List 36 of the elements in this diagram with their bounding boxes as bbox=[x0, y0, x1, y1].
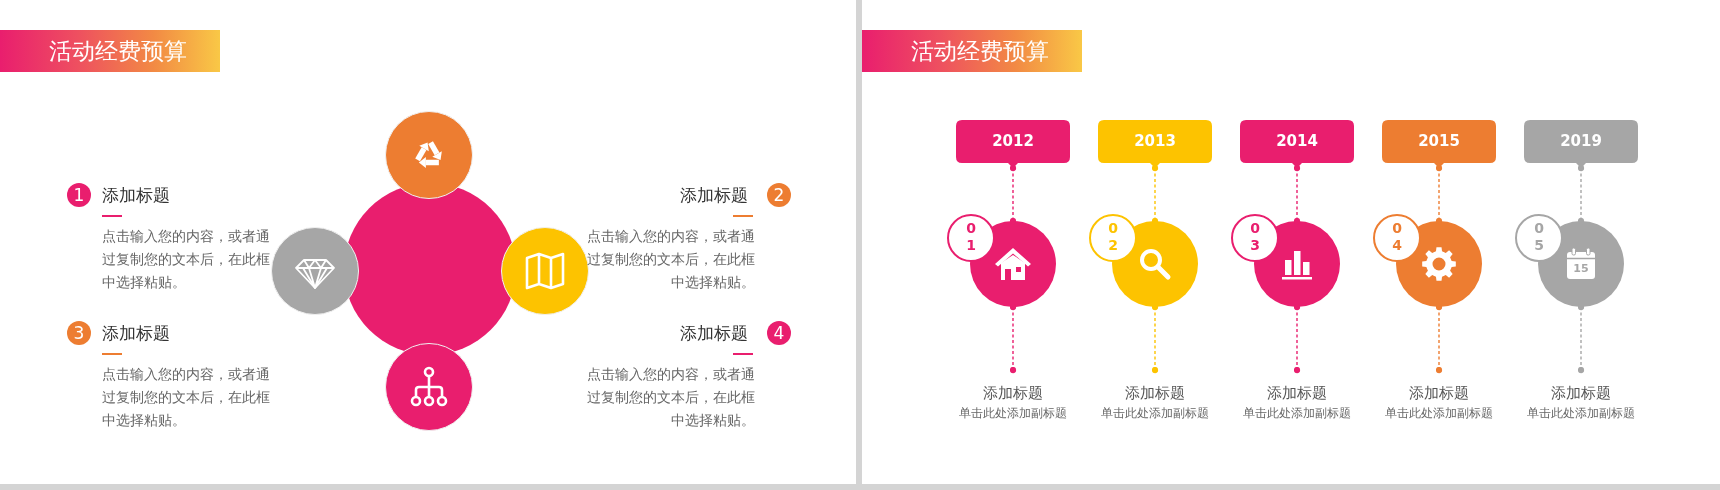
title-banner: 活动经费预算 bbox=[862, 30, 1082, 72]
year-tag: 2014 bbox=[1240, 120, 1354, 168]
year-tag: 2013 bbox=[1098, 120, 1212, 168]
dashed-connector bbox=[1151, 164, 1159, 225]
dashed-connector bbox=[1151, 303, 1159, 374]
item-description: 点击输入您的内容，或者通过复制您的文本后，在此框中选择粘贴。 bbox=[586, 226, 755, 292]
item-heading: 添加标题 bbox=[102, 184, 170, 207]
title-banner: 活动经费预算 bbox=[0, 30, 220, 72]
caption-title: 添加标题 bbox=[982, 383, 1044, 404]
dashed-connector bbox=[1293, 303, 1301, 374]
dashed-connector bbox=[1009, 164, 1017, 225]
item-description: 点击输入您的内容，或者通过复制您的文本后，在此框中选择粘贴。 bbox=[102, 226, 271, 292]
caption-subtitle: 单击此处添加副标题 bbox=[958, 405, 1068, 422]
item-heading: 添加标题 bbox=[680, 322, 748, 345]
dashed-connector bbox=[1577, 164, 1585, 225]
caption-title: 添加标题 bbox=[1550, 383, 1612, 404]
caption-subtitle: 单击此处添加副标题 bbox=[1526, 405, 1636, 422]
dashed-connector bbox=[1435, 303, 1443, 374]
dashed-connector bbox=[1435, 164, 1443, 225]
calendar-date: 15 bbox=[1572, 261, 1590, 277]
year-tag: 2019 bbox=[1524, 120, 1638, 168]
caption-title: 添加标题 bbox=[1124, 383, 1186, 404]
caption-subtitle: 单击此处添加副标题 bbox=[1100, 405, 1210, 422]
item-heading: 添加标题 bbox=[680, 184, 748, 207]
year-tag: 2012 bbox=[956, 120, 1070, 168]
item-heading: 添加标题 bbox=[102, 322, 170, 345]
caption-subtitle: 单击此处添加副标题 bbox=[1384, 405, 1494, 422]
dashed-connector bbox=[1009, 303, 1017, 374]
dashed-connector bbox=[1293, 164, 1301, 225]
caption-title: 添加标题 bbox=[1408, 383, 1470, 404]
caption-title: 添加标题 bbox=[1266, 383, 1328, 404]
year-tag: 2015 bbox=[1382, 120, 1496, 168]
caption-subtitle: 单击此处添加副标题 bbox=[1242, 405, 1352, 422]
item-description: 点击输入您的内容，或者通过复制您的文本后，在此框中选择粘贴。 bbox=[102, 364, 271, 430]
item-description: 点击输入您的内容，或者通过复制您的文本后，在此框中选择粘贴。 bbox=[586, 364, 755, 430]
dashed-connector bbox=[1577, 303, 1585, 374]
